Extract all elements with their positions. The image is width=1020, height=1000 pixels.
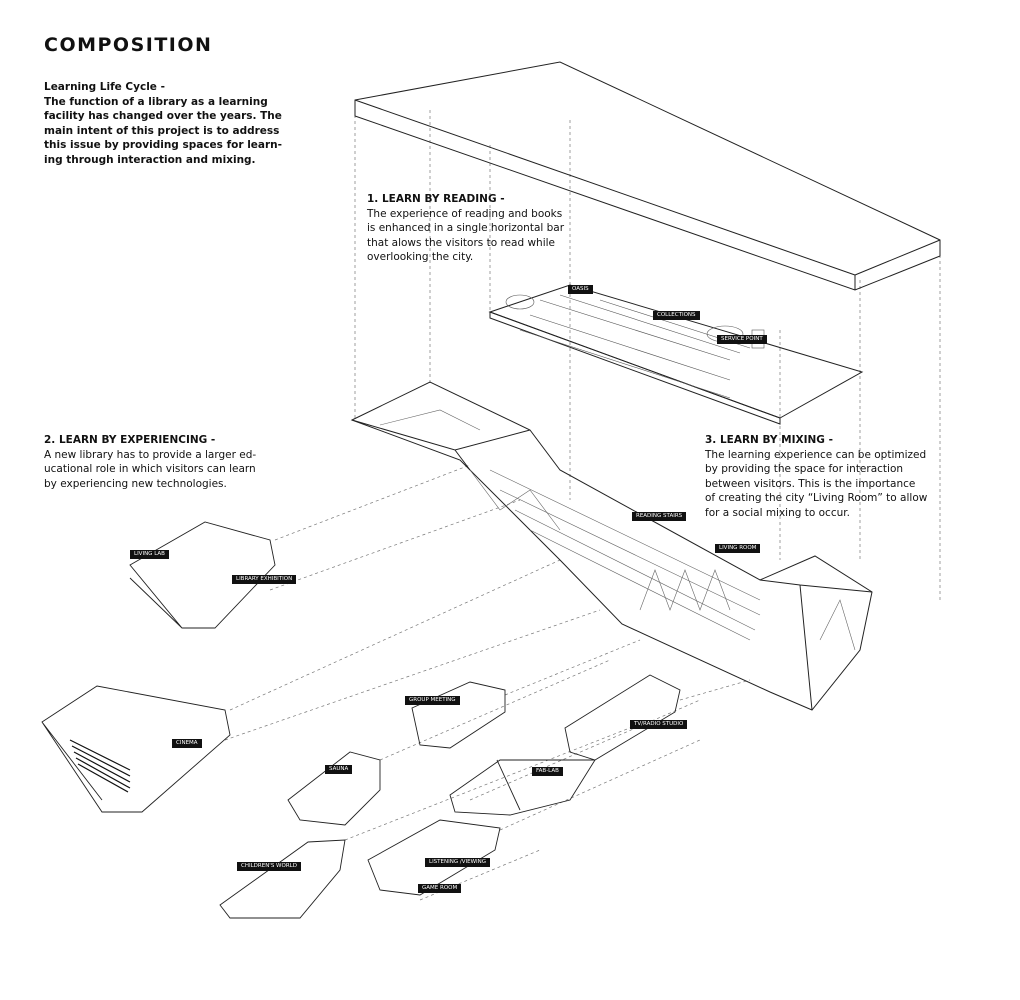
section-learn-by-reading: 1. LEARN BY READING - The experience of r… xyxy=(367,192,564,265)
label-childrens-world: CHILDREN'S WORLD xyxy=(237,862,301,871)
section-heading: 1. LEARN BY READING - xyxy=(367,193,505,205)
intro-body: The function of a library as a learning … xyxy=(44,95,283,166)
roof-slab xyxy=(354,61,941,291)
reading-floor-plate xyxy=(488,284,864,425)
label-reading-stairs: READING STAIRS xyxy=(632,512,687,521)
label-oasis: OASIS xyxy=(568,285,593,294)
label-living-room: LIVING ROOM xyxy=(715,544,761,553)
fab-lab-pod xyxy=(449,759,596,816)
childrens-pod xyxy=(219,839,346,919)
group-meeting-pod xyxy=(411,681,506,749)
label-listening-viewing: LISTENING /VIEWING xyxy=(425,858,491,867)
tv-radio-pod xyxy=(564,674,681,761)
cinema-pod xyxy=(41,685,231,813)
intro-heading: Learning Life Cycle - xyxy=(44,81,165,93)
section-body: A new library has to provide a larger ed… xyxy=(44,448,257,490)
section-learn-by-mixing: 3. LEARN BY MIXING - The learning experie… xyxy=(705,433,927,520)
section-heading: 3. LEARN BY MIXING - xyxy=(705,434,833,446)
page-title: COMPOSITION xyxy=(44,34,213,56)
intro-block: Learning Life Cycle - The function of a l… xyxy=(44,80,282,167)
section-heading: 2. LEARN BY EXPERIENCING - xyxy=(44,434,216,446)
main-ribbon-structure xyxy=(350,381,873,711)
cinema-seats xyxy=(69,739,131,793)
listening-pod xyxy=(367,819,501,896)
label-cinema: CINEMA xyxy=(172,739,202,748)
projection-lines xyxy=(224,110,941,901)
label-game-room: GAME ROOM xyxy=(418,884,462,893)
pods xyxy=(41,521,681,919)
sauna-pod xyxy=(287,751,381,826)
label-sauna: SAUNA xyxy=(325,765,353,774)
section-body: The experience of reading and books is e… xyxy=(367,207,565,264)
label-fab-lab: FAB-LAB xyxy=(532,767,563,776)
label-living-lab: LIVING LAB xyxy=(130,550,169,559)
label-service-point: SERVICE POINT xyxy=(717,335,767,344)
living-lab-pod xyxy=(129,521,276,629)
section-body: The learning experience can be optimized… xyxy=(705,448,928,519)
label-collections: COLLECTIONS xyxy=(653,311,700,320)
section-learn-by-experiencing: 2. LEARN BY EXPERIENCING - A new library … xyxy=(44,433,256,491)
label-library-exhibition: LIBRARY EXHIBITION xyxy=(232,575,297,584)
label-tv-radio-studio: TV/RADIO STUDIO xyxy=(630,720,688,729)
label-group-meeting: GROUP MEETING xyxy=(405,696,460,705)
